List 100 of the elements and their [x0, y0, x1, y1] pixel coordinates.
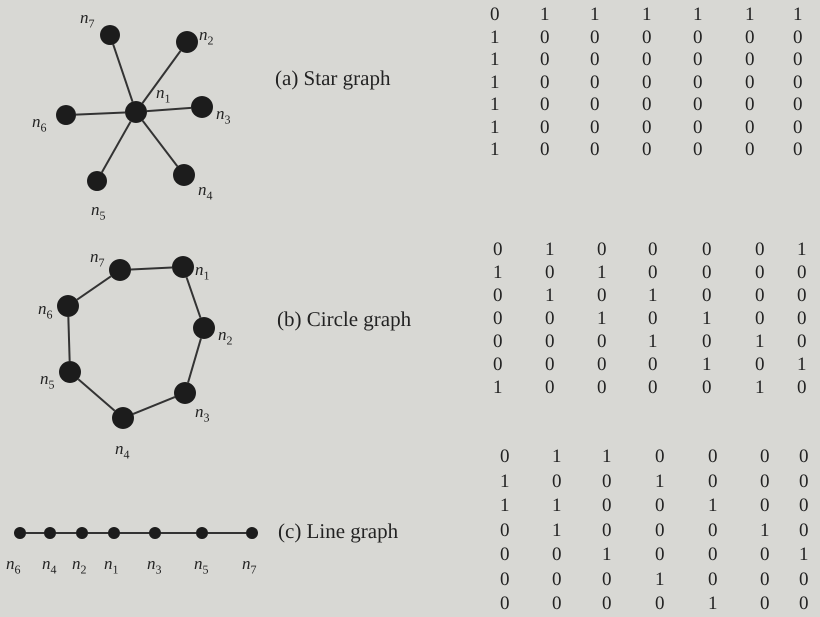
matrix-entry: 0	[693, 140, 702, 159]
graph-edge	[130, 266, 172, 270]
graph-edge	[56, 532, 76, 534]
matrix-entry: 1	[490, 28, 500, 46]
vertex-label: n$_{5}$	[91, 201, 106, 222]
matrix-entry: 0	[693, 28, 702, 46]
matrix-entry: 1	[500, 496, 510, 515]
matrix-entry: 0	[493, 286, 502, 305]
matrix-entry: 0	[493, 332, 502, 351]
matrix-entry: 0	[540, 140, 550, 159]
matrix-entry: 0	[545, 332, 554, 351]
matrix-entry: 0	[540, 50, 550, 69]
matrix-entry: 0	[602, 570, 612, 588]
matrix-entry: 0	[552, 594, 562, 613]
matrix-entry: 0	[597, 332, 606, 351]
vertex-label: n$_{5}$	[40, 370, 54, 390]
matrix-entry: 0	[655, 496, 664, 515]
matrix-entry: 1	[552, 447, 562, 466]
matrix-entry: 0	[793, 95, 802, 114]
matrix-entry: 0	[793, 140, 802, 159]
matrix-entry: 0	[745, 140, 754, 159]
matrix-entry: 1	[797, 355, 806, 374]
matrix-entry: 1	[602, 545, 612, 564]
graph-edge	[101, 121, 132, 173]
matrix-entry: 1	[655, 570, 664, 588]
matrix-entry: 0	[648, 309, 658, 328]
matrix-entry: 0	[755, 355, 764, 374]
matrix-entry: 0	[490, 5, 500, 24]
matrix-entry: 0	[693, 118, 702, 136]
matrix-entry: 0	[708, 472, 718, 490]
vertex-label: n$_{6}$	[38, 300, 52, 320]
matrix-entry: 0	[590, 95, 600, 114]
matrix-entry: 0	[500, 520, 510, 540]
graph-edge	[67, 316, 71, 362]
matrix-entry: 1	[490, 95, 500, 114]
matrix-entry: 1	[597, 263, 606, 282]
matrix-entry: 0	[648, 355, 658, 374]
matrix-entry: 1	[642, 5, 652, 24]
matrix-entry: 1	[552, 496, 562, 515]
matrix-entry: 1	[708, 594, 718, 613]
matrix-entry: 0	[793, 50, 802, 69]
matrix-entry: 0	[760, 570, 770, 588]
matrix-entry: 0	[755, 263, 764, 282]
matrix-entry: 0	[797, 286, 806, 305]
matrix-entry: 1	[590, 5, 600, 24]
matrix-entry: 0	[693, 95, 702, 114]
figure-caption: (c) Line graph	[278, 521, 398, 542]
matrix-entry: 0	[702, 378, 712, 397]
matrix-entry: 0	[760, 472, 770, 490]
matrix-entry: 1	[545, 240, 554, 259]
matrix-entry: 0	[797, 332, 806, 351]
matrix-entry: 0	[545, 378, 554, 397]
matrix-entry: 0	[540, 118, 550, 136]
matrix-entry: 0	[642, 28, 652, 46]
matrix-entry: 0	[799, 447, 808, 466]
matrix-entry: 0	[540, 28, 550, 46]
graph-edge	[186, 277, 202, 318]
matrix-entry: 1	[648, 286, 658, 305]
matrix-entry: 0	[500, 447, 510, 466]
graph-edge	[208, 532, 246, 534]
figure-caption: (b) Circle graph	[277, 309, 412, 330]
matrix-entry: 0	[745, 118, 754, 136]
matrix-entry: 0	[597, 355, 606, 374]
matrix-entry: 1	[702, 309, 712, 328]
matrix-entry: 0	[799, 520, 808, 540]
matrix-entry: 0	[760, 594, 770, 613]
matrix-entry: 1	[490, 118, 500, 136]
vertex-label: n$_{1}$	[104, 555, 118, 576]
matrix-entry: 0	[793, 72, 802, 92]
matrix-entry: 0	[602, 520, 612, 540]
matrix-entry: 0	[597, 378, 606, 397]
matrix-entry: 0	[760, 545, 770, 564]
matrix-entry: 1	[793, 5, 802, 24]
matrix-entry: 0	[760, 447, 770, 466]
matrix-entry: 0	[602, 496, 612, 515]
matrix-entry: 1	[597, 309, 606, 328]
matrix-entry: 1	[797, 240, 806, 259]
vertex-label: n$_{4}$	[42, 555, 56, 576]
matrix-entry: 1	[693, 5, 702, 24]
matrix-entry: 0	[642, 118, 652, 136]
matrix-entry: 0	[545, 309, 554, 328]
matrix-entry: 0	[745, 50, 754, 69]
matrix-entry: 1	[708, 496, 718, 515]
matrix-entry: 1	[702, 355, 712, 374]
matrix-entry: 0	[655, 594, 664, 613]
matrix-entry: 0	[702, 263, 712, 282]
matrix-entry: 0	[597, 240, 606, 259]
matrix-entry: 0	[708, 520, 718, 540]
matrix-entry: 0	[745, 28, 754, 46]
graph-edge	[132, 396, 176, 415]
matrix-entry: 0	[642, 72, 652, 92]
matrix-entry: 0	[493, 355, 502, 374]
matrix-entry: 0	[755, 286, 764, 305]
matrix-entry: 1	[755, 378, 764, 397]
matrix-entry: 0	[493, 309, 502, 328]
matrix-entry: 0	[702, 286, 712, 305]
matrix-entry: 0	[597, 286, 606, 305]
graph-edge	[187, 338, 202, 383]
vertex-label: n$_{6}$	[6, 555, 20, 576]
graph-edge	[146, 106, 192, 112]
